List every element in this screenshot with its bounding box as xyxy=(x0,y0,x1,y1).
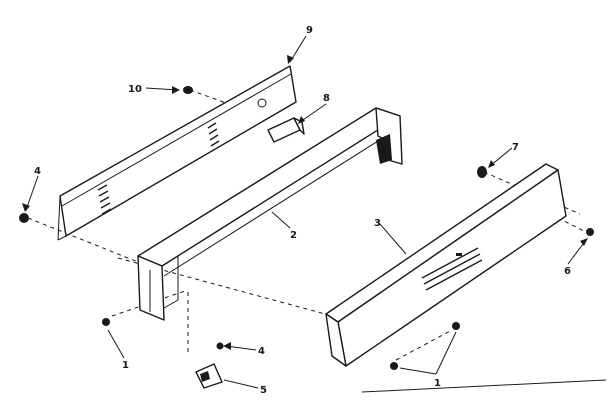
rear-control-panel xyxy=(57,65,297,241)
clip-5-icon xyxy=(195,363,223,389)
screw-1-right-b-icon xyxy=(390,362,398,370)
label-part-3: 3 xyxy=(374,218,381,229)
clip-7-icon xyxy=(477,166,487,178)
main-frame-trim xyxy=(137,107,403,321)
front-control-panel xyxy=(325,163,567,367)
screw-6-icon xyxy=(586,228,594,236)
label-part-1-right: 1 xyxy=(434,378,441,389)
panel-hole-icon xyxy=(257,98,267,108)
label-part-2: 2 xyxy=(290,230,297,241)
part-labels: 9 10 8 4 2 7 3 6 1 4 5 1 xyxy=(34,25,571,396)
label-part-10: 10 xyxy=(128,84,142,95)
display-window xyxy=(421,247,483,291)
label-part-1-left: 1 xyxy=(122,360,129,371)
screw-4-lower-icon xyxy=(216,342,224,350)
label-part-9: 9 xyxy=(306,25,313,36)
mounting-bracket xyxy=(267,117,305,143)
label-part-4-lower: 4 xyxy=(258,346,265,357)
screw-10-icon xyxy=(183,86,193,94)
label-part-6: 6 xyxy=(564,266,571,277)
screw-1-right-a-icon xyxy=(452,322,460,330)
label-part-4-upper: 4 xyxy=(34,166,41,177)
screw-1-left-icon xyxy=(102,318,110,326)
hardware xyxy=(19,86,594,389)
label-part-7: 7 xyxy=(512,142,519,153)
vent-slots xyxy=(97,122,220,215)
label-part-8: 8 xyxy=(323,93,330,104)
leader-lines xyxy=(22,35,607,393)
screw-4-icon xyxy=(19,213,29,223)
label-part-5: 5 xyxy=(260,385,267,396)
